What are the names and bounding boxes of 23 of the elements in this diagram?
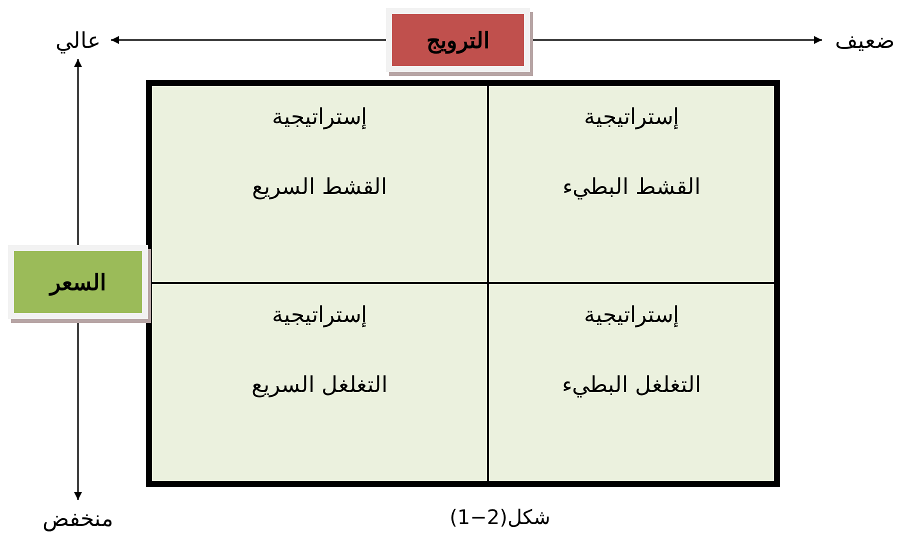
strategy-text: إستراتيجية xyxy=(584,104,679,132)
strategy-text: القشط البطيء xyxy=(562,174,700,201)
strategy-text: القشط السريع xyxy=(252,174,387,201)
strategy-text: إستراتيجية xyxy=(584,302,679,330)
axis-end-label: ضعيف xyxy=(835,26,895,54)
strategy-text: إستراتيجية xyxy=(272,302,367,330)
axis-end-label: منخفض xyxy=(42,504,114,534)
strategy-text: التغلغل البطيء xyxy=(562,372,701,399)
strategy-text: إستراتيجية xyxy=(272,104,367,132)
axis-title-box xyxy=(8,245,148,319)
arrow xyxy=(530,36,822,44)
figure-caption: شكل(2−1) xyxy=(450,504,550,531)
matrix-cell xyxy=(489,284,774,481)
matrix-cell xyxy=(152,86,487,282)
strategy-text: التغلغل السريع xyxy=(252,372,388,399)
matrix-cell xyxy=(489,86,774,282)
axis-end-label: عالي xyxy=(56,26,100,56)
matrix-cell xyxy=(152,284,487,481)
arrow xyxy=(111,36,386,44)
arrow xyxy=(74,59,82,245)
axis-title: الترويج xyxy=(426,26,490,56)
axis-title-box xyxy=(386,8,530,72)
axis-title: السعر xyxy=(50,268,106,298)
